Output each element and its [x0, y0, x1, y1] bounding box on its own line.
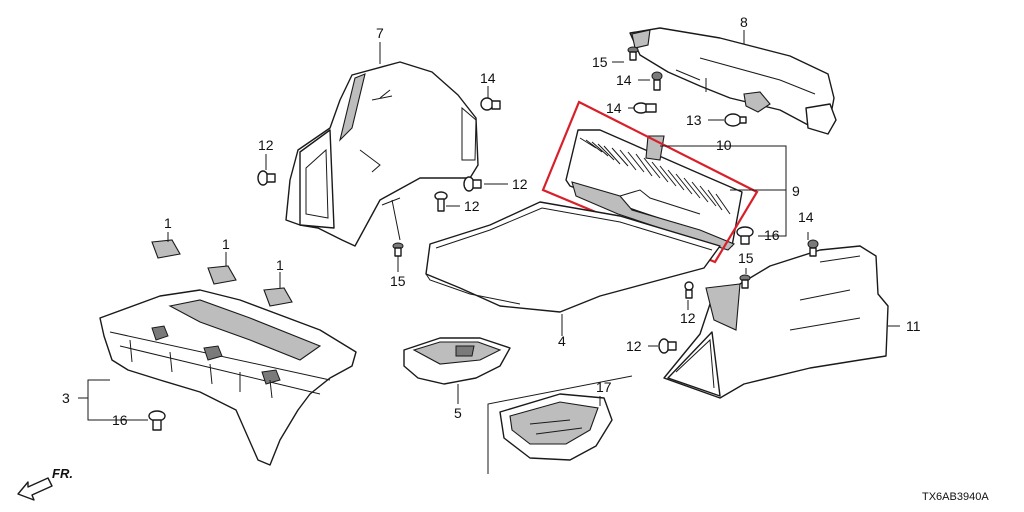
fastener-14-b[interactable] — [651, 71, 663, 91]
part-7-left-side-trim[interactable] — [285, 61, 479, 247]
callout-14-a: 14 — [480, 70, 496, 86]
callout-11: 11 — [906, 318, 921, 334]
front-direction-arrow: FR. — [17, 466, 73, 501]
callout-8: 8 — [740, 14, 748, 30]
fastener-12-d[interactable] — [684, 281, 694, 299]
fastener-15-a[interactable] — [627, 46, 639, 61]
part-17-tire-tray[interactable] — [499, 393, 613, 461]
fastener-15-b[interactable] — [392, 242, 404, 257]
fastener-12-c[interactable] — [434, 191, 448, 212]
callout-16-a: 16 — [112, 412, 128, 428]
part-17-boxed-group — [487, 375, 633, 474]
callout-15-b: 15 — [390, 273, 406, 289]
part-4-floor-mat[interactable] — [425, 201, 721, 313]
part-1-clip-c[interactable] — [263, 287, 293, 307]
callout-12-a: 12 — [258, 137, 274, 153]
callout-12-d: 12 — [680, 310, 696, 326]
callout-15-c: 15 — [738, 250, 754, 266]
fastener-16-b[interactable] — [736, 226, 754, 245]
leader-lines — [78, 30, 900, 421]
part-3-rear-shelf[interactable] — [99, 289, 357, 466]
callout-1-c: 1 — [276, 257, 284, 273]
callout-14-b: 14 — [616, 72, 632, 88]
callout-10: 10 — [716, 137, 732, 153]
fastener-14-c[interactable] — [633, 102, 657, 114]
ribbed-texture — [579, 137, 731, 215]
part-1-clip-a[interactable] — [151, 239, 181, 259]
fastener-12-a[interactable] — [257, 170, 276, 186]
callout-17: 17 — [596, 379, 612, 395]
callout-1-b: 1 — [222, 236, 230, 252]
callout-13: 13 — [686, 112, 702, 128]
part-10-rear-trim-panel[interactable] — [565, 129, 743, 251]
callout-9: 9 — [792, 183, 800, 199]
diagram-code: TX6AB3940A — [922, 491, 989, 503]
fastener-15-c[interactable] — [739, 274, 751, 289]
callout-15-a: 15 — [592, 54, 608, 70]
fastener-12-e[interactable] — [658, 338, 677, 354]
callouts: 7 8 15 14 14 13 14 10 9 16 14 15 12 12 1… — [62, 14, 921, 428]
callout-12-e: 12 — [626, 338, 642, 354]
fastener-14-a[interactable] — [480, 97, 501, 111]
callout-12-b: 12 — [512, 176, 528, 192]
part-1-clip-b[interactable] — [207, 265, 237, 285]
callout-3: 3 — [62, 390, 70, 406]
fastener-14-d[interactable] — [807, 239, 819, 257]
callout-14-d: 14 — [798, 209, 814, 225]
fastener-16-a[interactable] — [148, 410, 166, 431]
callout-14-c: 14 — [606, 100, 622, 116]
callout-7: 7 — [376, 25, 384, 41]
callout-1-a: 1 — [164, 215, 172, 231]
callout-5: 5 — [454, 405, 462, 421]
part-11-right-side-trim[interactable] — [663, 245, 889, 399]
direction-label: FR. — [52, 466, 73, 481]
callout-16-b: 16 — [764, 227, 780, 243]
fastener-13[interactable] — [724, 113, 747, 127]
callout-12-c: 12 — [464, 198, 480, 214]
part-8-rear-upper-trim[interactable] — [629, 27, 837, 135]
part-5-storage-tray[interactable] — [403, 337, 511, 385]
highlight-box — [541, 100, 759, 264]
callout-4: 4 — [558, 333, 566, 349]
fastener-12-b[interactable] — [463, 176, 482, 192]
